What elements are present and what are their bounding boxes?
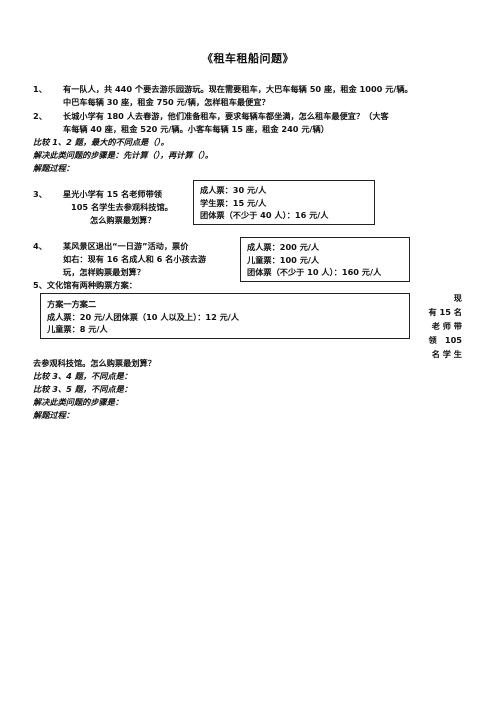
compare-q1-q2: 比较 1、2 题，最大的不同点是（）。 [33,137,169,147]
q5-intro: 5、文化馆有两种购票方案： [33,280,137,290]
q5-side-line2: 有 15 名 [428,307,462,317]
q3-student-ticket: 学生票：15 元/人 [200,197,267,208]
q4-adult-ticket: 成人票：200 元/人 [247,242,320,252]
solution-process-2: 解题过程： [33,410,74,420]
q2-number: 2、 [33,111,47,121]
solution-process-1: 解题过程： [33,163,74,173]
q5-side-line1: 现 [453,293,462,303]
solution-steps-1: 解决此类问题的步骤是：先计算（），再计算（）。 [33,150,214,160]
q4-line2: 如右：现有 16 名成人和 6 名小孩去游 [63,254,207,264]
q2-line2: 车每辆 40 座，租金 520 元/辆。小客车每辆 15 座，租金 240 元/… [63,124,329,134]
q5-plan-child: 儿童票：8 元/人 [47,324,108,334]
compare-q3-q4: 比较 3、4 题，不同点是： [33,371,132,381]
q5-ticket-plans-box: 方案一方案二 成人票：20 元/人团体票（10 人以及上）：12 元/人 儿童票… [40,293,410,339]
q5-plan-adult-group: 成人票：20 元/人团体票（10 人以及上）：12 元/人 [47,311,239,322]
q5-side-line4: 领 105 [428,335,462,345]
q5-line2: 去参观科技馆。怎么购票最划算？ [33,358,156,368]
q3-adult-ticket: 成人票：30 元/人 [200,185,267,195]
q5-side-line3: 老 师 带 [431,321,462,331]
q3-group-ticket: 团体票（不少于 40 人）：16 元/人 [200,210,329,220]
q4-number: 4、 [33,241,47,251]
q3-line2: 105 名学生去参观科技馆。 [71,202,173,212]
q5-side-line5: 名 学 生 [431,349,462,359]
q4-line1: 某风景区退出“一日游”活动，票价 [63,241,189,251]
q3-line3: 怎么购票最划算？ [90,215,156,225]
q1-number: 1、 [33,84,47,94]
page-title: 《租车租船问题》 [202,52,294,65]
q4-ticket-box: 成人票：200 元/人 儿童票：100 元/人 团体票（不少于 10 人）：16… [240,237,410,282]
q5-plans-header: 方案一方案二 [47,299,97,309]
q4-group-ticket: 团体票（不少于 10 人）：160 元/人 [247,267,382,277]
q4-line3: 玩，怎样购票最划算？ [63,267,145,277]
q1-line2: 中巴车每辆 30 座，租金 750 元/辆，怎样租车最便宜？ [63,97,270,107]
q2-line1: 长城小学有 180 人去春游，他们准备租车，要求每辆车都坐满，怎么租车最便宜？（… [63,111,389,121]
solution-steps-2: 解决此类问题的步骤是： [33,397,124,407]
q5-side-text: 现 有 15 名 老 师 带 领 105 名 学 生 [420,292,462,360]
q1-line1: 有一队人，共 440 个要去游乐园游玩。现在需要租车，大巴车每辆 50 座，租金… [63,84,413,94]
q3-number: 3、 [33,189,47,199]
q4-child-ticket: 儿童票：100 元/人 [247,254,320,265]
compare-q3-q5: 比较 3、5 题，不同点是： [33,384,132,394]
q3-line1: 星光小学有 15 名老师带领 [63,189,162,199]
q3-ticket-box: 成人票：30 元/人 学生票：15 元/人 团体票（不少于 40 人）：16 元… [193,180,375,225]
